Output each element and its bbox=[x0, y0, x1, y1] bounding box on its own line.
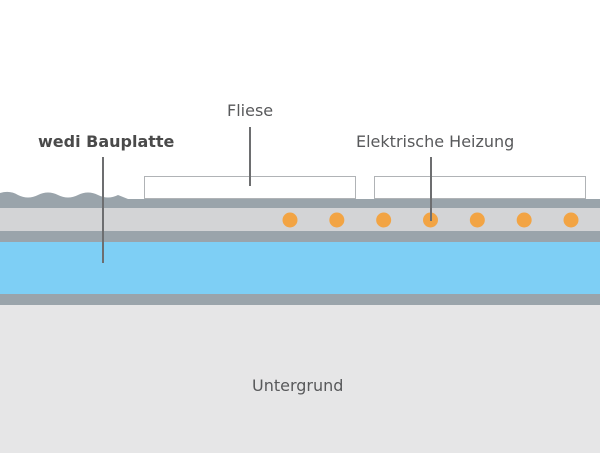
heating-dot bbox=[282, 212, 298, 228]
tile-leader-line bbox=[249, 127, 251, 186]
heating-dot bbox=[469, 212, 485, 228]
board-leader-line bbox=[102, 157, 104, 263]
heating-leader-line bbox=[430, 157, 432, 221]
tile-right bbox=[374, 176, 586, 199]
heating-dot bbox=[329, 212, 345, 228]
heating-dot bbox=[516, 212, 532, 228]
wavy-edge bbox=[0, 191, 128, 199]
heating-dots bbox=[282, 212, 579, 228]
top-coat-layer bbox=[0, 199, 600, 208]
board-top-facing bbox=[0, 231, 600, 242]
heating-dot bbox=[563, 212, 579, 228]
substrate-layer bbox=[0, 305, 600, 453]
heating-dot bbox=[376, 212, 392, 228]
heating-label: Elektrische Heizung bbox=[356, 132, 515, 151]
board-label: wedi Bauplatte bbox=[38, 132, 175, 151]
board-core-layer bbox=[0, 242, 600, 294]
board-bottom-facing bbox=[0, 294, 600, 305]
heating-layer bbox=[0, 208, 600, 231]
tile-label: Fliese bbox=[227, 101, 274, 120]
substrate-label: Untergrund bbox=[252, 376, 344, 395]
